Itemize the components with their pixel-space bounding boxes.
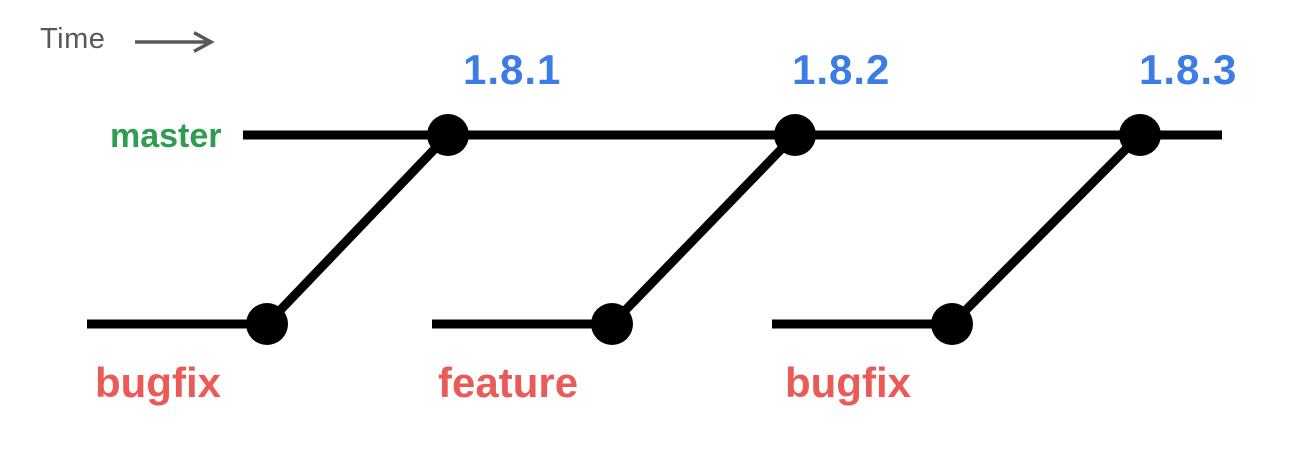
time-arrow-head (193, 31, 215, 53)
feature-branch-label: feature (438, 359, 579, 406)
version-tag-1-8-3: 1.8.3 (1139, 46, 1238, 93)
commit-node-release-1.8.2 (774, 114, 816, 156)
commit-node-bugfix-2 (931, 303, 973, 345)
commit-node-bugfix-1 (246, 303, 288, 345)
commit-node-release-1.8.1 (427, 114, 469, 156)
commit-node-release-1.8.3 (1119, 114, 1161, 156)
merge-edge-feature (608, 131, 799, 328)
master-branch-label: master (110, 117, 222, 155)
version-tag-1-8-1: 1.8.1 (463, 46, 562, 93)
bugfix-branch-label-1: bugfix (95, 359, 221, 406)
time-axis-label: Time (40, 23, 106, 55)
version-tag-1-8-2: 1.8.2 (792, 46, 891, 93)
merge-edge-bugfix-1 (263, 131, 452, 328)
bugfix-branch-label-2: bugfix (785, 359, 911, 406)
merge-edge-bugfix-2 (948, 131, 1144, 328)
commit-node-feature (591, 303, 633, 345)
